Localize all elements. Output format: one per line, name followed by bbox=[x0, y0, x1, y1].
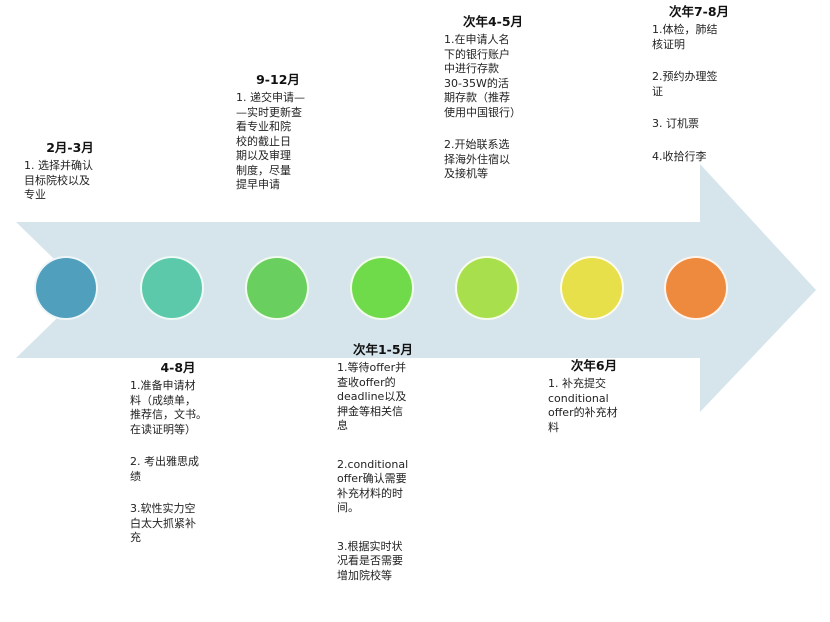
phase-item: 1. 递交申请— —实时更新查 看专业和院 校的截止日 期以及审理 制度，尽量 … bbox=[236, 91, 305, 191]
phase-item: 1.准备申请材 料（成绩单， 推荐信，文书。 在读证明等） bbox=[130, 379, 207, 436]
milestone-circle-1 bbox=[34, 256, 98, 320]
phase-item: 3.软性实力空 白太大抓紧补 充 bbox=[130, 502, 196, 544]
phase-item: 1.等待offer并 查收offer的 deadline以及 押金等相关信 息 bbox=[337, 361, 407, 432]
phase-title: 次年6月 bbox=[570, 358, 618, 373]
phase-title: 2月-3月 bbox=[46, 140, 94, 155]
phase-block-sep-dec: 9-12月 1. 递交申请— —实时更新查 看专业和院 校的截止日 期以及审理 … bbox=[236, 72, 320, 193]
phase-item: 3.根据实时状 况看是否需要 增加院校等 bbox=[337, 539, 403, 582]
phase-item: 1.体检，肺结 核证明 bbox=[652, 23, 718, 51]
phase-item: 2.conditional offer确认需要 补充材料的时 间。 bbox=[337, 457, 409, 515]
phase-item: 2.预约办理签 证 bbox=[652, 70, 718, 98]
milestone-circle-2 bbox=[140, 256, 204, 320]
phase-item: 2.开始联系选 择海外住宿以 及接机等 bbox=[444, 138, 510, 180]
phase-item: 3. 订机票 bbox=[652, 117, 699, 130]
milestone-circle-3 bbox=[245, 256, 309, 320]
phase-item: 2. 考出雅思成 绩 bbox=[130, 455, 199, 483]
phase-title: 次年1-5月 bbox=[352, 342, 414, 357]
phase-block-apr-aug: 4-8月 1.准备申请材 料（成绩单， 推荐信，文书。 在读证明等） 2. 考出… bbox=[130, 360, 226, 546]
milestone-circle-5 bbox=[455, 256, 519, 320]
phase-item: 1.在申请人名 下的银行账户 中进行存款 30-35W的活 期存款（推荐 使用中… bbox=[444, 33, 521, 119]
phase-block-next-jan-may: 次年1-5月 1.等待offer并 查收offer的 deadline以及 押金… bbox=[337, 342, 429, 583]
phase-title: 次年4-5月 bbox=[462, 14, 524, 29]
phase-block-feb-mar: 2月-3月 1. 选择并确认 目标院校以及 专业 bbox=[24, 140, 116, 203]
phase-block-next-jul-aug: 次年7-8月 1.体检，肺结 核证明 2.预约办理签 证 3. 订机票 4.收拾… bbox=[652, 4, 746, 164]
timeline-arrow bbox=[16, 164, 816, 412]
phase-block-next-apr-may: 次年4-5月 1.在申请人名 下的银行账户 中进行存款 30-35W的活 期存款… bbox=[444, 14, 542, 182]
milestone-circle-6 bbox=[560, 256, 624, 320]
milestone-circle-7 bbox=[664, 256, 728, 320]
phase-title: 9-12月 bbox=[256, 72, 300, 87]
milestone-circle-4 bbox=[350, 256, 414, 320]
phase-item: 1. 补充提交 conditional offer的补充材 料 bbox=[548, 377, 618, 434]
phase-title: 次年7-8月 bbox=[668, 4, 730, 19]
phase-item: 4.收拾行李 bbox=[652, 149, 707, 163]
phase-item: 1. 选择并确认 目标院校以及 专业 bbox=[24, 159, 93, 201]
phase-title: 4-8月 bbox=[160, 360, 196, 375]
phase-block-next-jun: 次年6月 1. 补充提交 conditional offer的补充材 料 bbox=[548, 358, 640, 435]
